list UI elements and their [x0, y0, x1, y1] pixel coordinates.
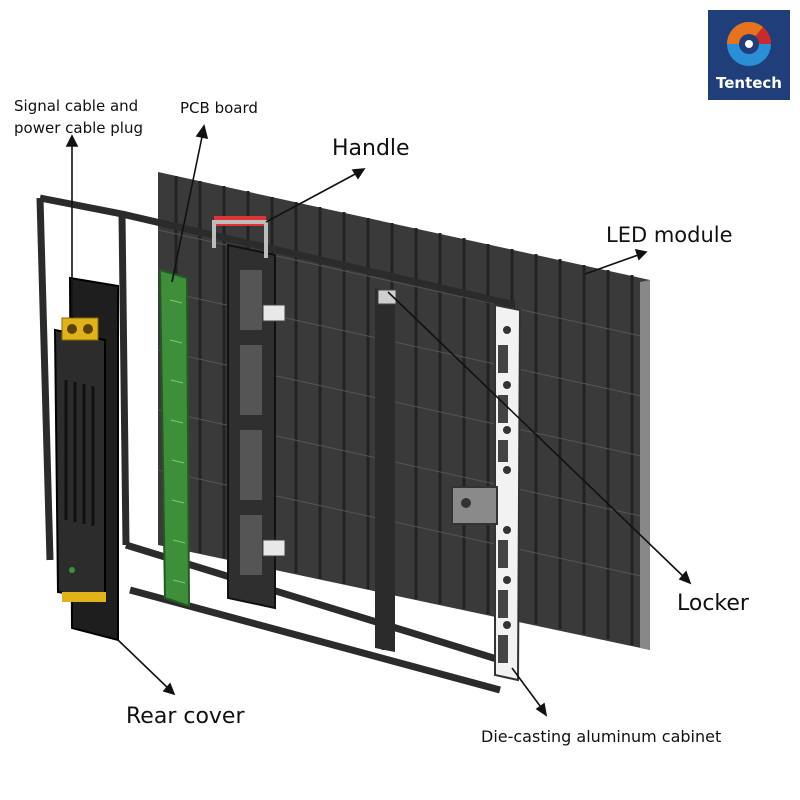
logo-text: Tentech [715, 74, 782, 92]
label-pcb-board: PCB board [180, 99, 258, 117]
tentech-logo: Tentech [708, 10, 790, 100]
label-locker: Locker [677, 591, 749, 616]
label-die-casting-cabinet: Die-casting aluminum cabinet [481, 727, 722, 746]
led-module [157, 172, 651, 650]
arrow-icon [387, 291, 692, 585]
label-led-module: LED module [606, 223, 733, 247]
callout-arrows [65, 124, 692, 717]
label-handle: Handle [332, 136, 410, 161]
aluminum-cabinet-side-bar [494, 303, 522, 682]
handle [212, 216, 268, 258]
right-rail [375, 288, 397, 652]
arrow-icon [511, 667, 548, 717]
pcb-board [158, 268, 191, 608]
logo-swirl-icon [727, 21, 771, 66]
label-rear-cover: Rear cover [126, 704, 245, 729]
arrow-icon [171, 124, 209, 283]
label-signal-cable-line1: Signal cable and [14, 97, 139, 115]
label-signal-cable-line2: power cable plug [14, 119, 143, 137]
arrow-icon [584, 248, 648, 275]
arrow-icon [265, 168, 366, 223]
locker [451, 486, 498, 525]
arrow-icon [65, 134, 79, 318]
arrow-icon [117, 639, 176, 696]
center-beam [227, 243, 286, 610]
rear-cover [53, 276, 119, 642]
